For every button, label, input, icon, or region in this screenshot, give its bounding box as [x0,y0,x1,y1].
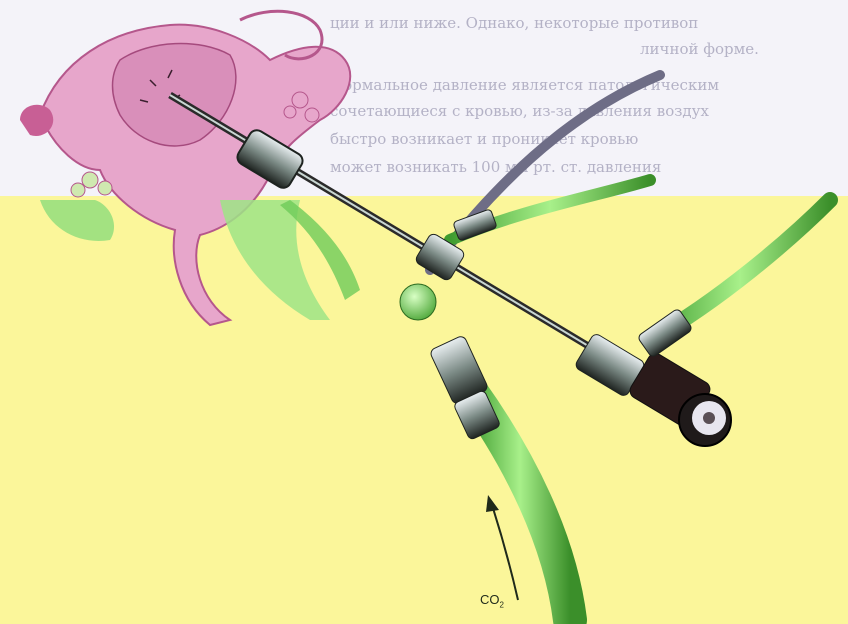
gas-flow-arrow-icon [486,495,518,600]
gas-label-text: CO [480,592,500,607]
gas-label-subscript: 2 [500,601,504,610]
light-cable [430,75,660,270]
gas-label: CO2 [480,592,504,610]
